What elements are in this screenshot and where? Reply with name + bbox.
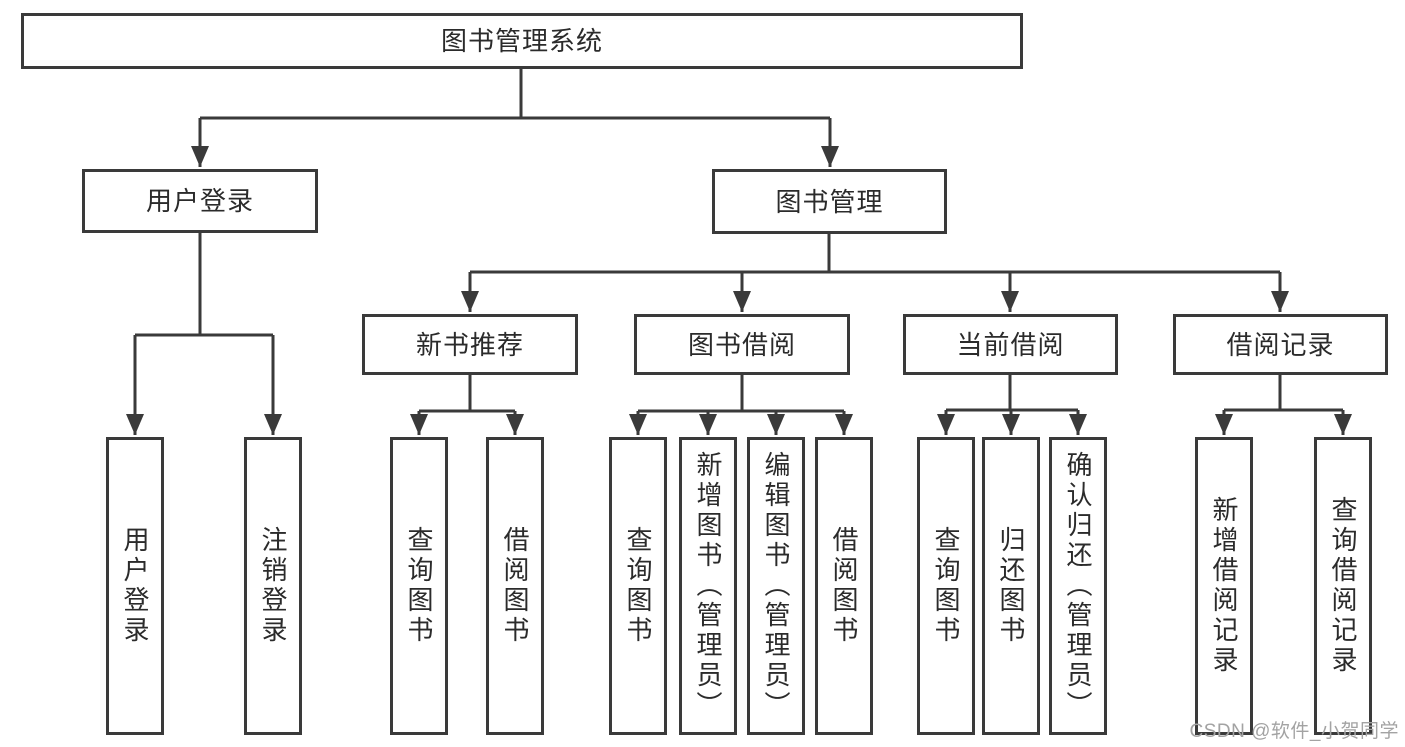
node-root: 图书管理系统 — [21, 13, 1023, 69]
csdn-watermark: CSDN @软件_小贺同学 — [1189, 721, 1399, 742]
node-book-borrow: 图书借阅 — [634, 314, 850, 375]
leaf-user-login: 用户登录 — [106, 437, 164, 735]
leaf-borrow-books: 借阅图书 — [815, 437, 873, 735]
leaf-add-book-admin: 新增图书（管理员） — [679, 437, 737, 735]
node-borrow-records: 借阅记录 — [1173, 314, 1388, 375]
leaf-query-books-current: 查询图书 — [917, 437, 975, 735]
leaf-edit-book-admin: 编辑图书（管理员） — [747, 437, 805, 735]
node-root-label: 图书管理系统 — [440, 26, 603, 56]
leaf-query-books-recommend: 查询图书 — [390, 437, 448, 735]
leaf-logout: 注销登录 — [244, 437, 302, 735]
node-user-login-label: 用户登录 — [145, 186, 254, 216]
leaf-query-borrow-record: 查询借阅记录 — [1314, 437, 1372, 735]
node-current-borrow: 当前借阅 — [903, 314, 1118, 375]
leaf-query-books-borrow: 查询图书 — [609, 437, 667, 735]
node-borrow-records-label: 借阅记录 — [1226, 329, 1335, 360]
leaf-confirm-return-admin: 确认归还（管理员） — [1049, 437, 1107, 735]
node-book-borrow-label: 图书借阅 — [687, 329, 796, 360]
leaf-return-book: 归还图书 — [982, 437, 1040, 735]
leaf-add-borrow-record: 新增借阅记录 — [1195, 437, 1253, 735]
node-new-book-recommend-label: 新书推荐 — [415, 329, 524, 360]
node-new-book-recommend: 新书推荐 — [362, 314, 578, 375]
node-book-management: 图书管理 — [712, 169, 947, 234]
node-current-borrow-label: 当前借阅 — [956, 329, 1065, 360]
node-user-login: 用户登录 — [82, 169, 318, 233]
node-book-management-label: 图书管理 — [775, 186, 884, 217]
leaf-borrow-books-recommend: 借阅图书 — [486, 437, 544, 735]
